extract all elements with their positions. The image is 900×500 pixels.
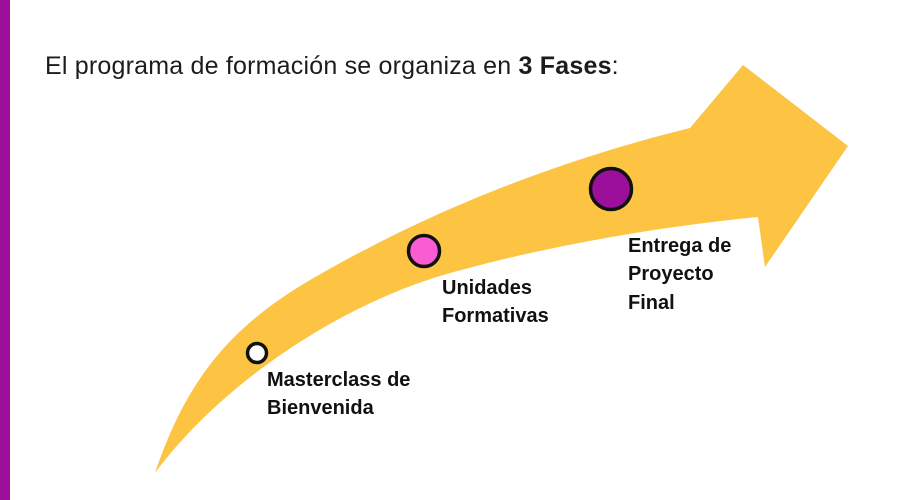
phase2-marker-dot [406,233,442,269]
phase1-label-line2: Bienvenida [267,397,374,420]
phase1-marker-dot [245,341,269,365]
slide-title: El programa de formación se organiza en … [45,52,619,81]
phase3-marker-dot [588,166,634,212]
phase2-label-line1: Unidades [442,277,533,299]
phase2-label: Unidades Formativas [442,274,549,331]
title-suffix: : [611,52,619,80]
phase1-label-line1: Masterclass de [267,369,411,391]
phase1-label: Masterclass de Bienvenida [267,366,410,423]
phase3-label: Entrega de Proyecto Final [628,232,731,317]
phase2-label-line2: Formativas [442,305,549,328]
left-accent-bar [0,0,10,500]
phase3-label-line2: Proyecto [628,263,714,286]
phase3-label-line1: Entrega de [628,235,732,257]
title-text: El programa de formación se organiza en [45,52,519,80]
phase3-label-line3: Final [628,291,675,314]
curved-arrow-shape [155,65,848,473]
title-highlight: 3 Fases [518,52,612,80]
